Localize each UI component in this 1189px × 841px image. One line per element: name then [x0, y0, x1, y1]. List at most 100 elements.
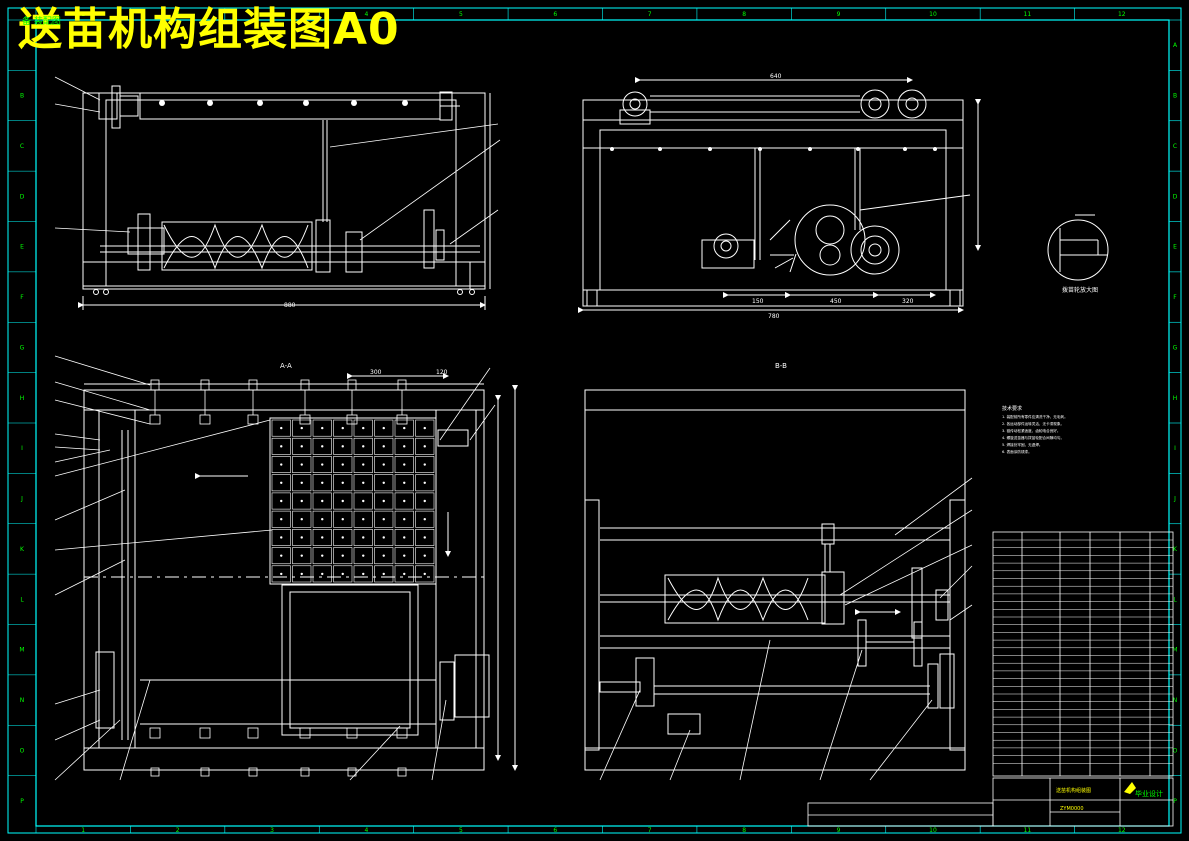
tray-cell-dot	[280, 554, 283, 557]
zone-col-label-top: 3	[270, 11, 274, 18]
tray-cell-dot	[341, 463, 344, 466]
tray-cell	[374, 474, 394, 492]
bolt-nut	[346, 727, 358, 739]
side-top-dim: 640	[770, 73, 782, 80]
parts-list-rows	[993, 539, 1173, 764]
tray-cell	[374, 419, 394, 437]
tray-cell-dot	[321, 463, 324, 466]
bolt-nut	[149, 727, 161, 739]
tray-cell-dot	[341, 481, 344, 484]
tray-cell-dot	[362, 426, 365, 430]
tray-cell	[312, 419, 332, 437]
bolt-head	[300, 767, 310, 777]
zone-row-label-right: P	[1173, 798, 1177, 805]
bolt-nut	[299, 414, 311, 425]
zone-row-label-right: F	[1173, 294, 1177, 301]
tray-cell-dot	[341, 499, 344, 503]
tray-cell-dot	[341, 536, 344, 539]
tray-cell-dot	[321, 445, 324, 448]
tray-cell-dot	[341, 426, 344, 430]
zone-row-label-left: G	[20, 344, 25, 351]
bolt-nut	[247, 414, 259, 425]
seedling-tray-grid	[269, 417, 437, 585]
tray-cell-dot	[362, 463, 365, 466]
tray-cell-dot	[321, 481, 324, 484]
tray-cell	[394, 456, 414, 473]
zone-row-label-right: M	[1172, 647, 1177, 654]
zone-row-label-right: O	[1173, 747, 1178, 754]
detail-caption: 拨苗轮放大图	[1062, 286, 1098, 294]
tray-cell	[394, 492, 414, 510]
tray-cell	[292, 547, 312, 565]
zone-row-label-right: A	[1173, 42, 1178, 49]
tray-cell	[394, 437, 414, 455]
note-line-6: 6. 表面涂防锈漆。	[1002, 449, 1032, 454]
title-block-number: ZYM0000	[1060, 806, 1084, 812]
tray-cell-dot	[362, 518, 365, 521]
tray-cell	[333, 529, 353, 546]
side-view-holes	[610, 147, 937, 151]
side-width-dim: 780	[768, 313, 780, 320]
tray-cell	[353, 474, 373, 492]
tray-cell	[333, 510, 353, 528]
parts-list	[992, 531, 1174, 777]
tray-cell-dot	[321, 426, 324, 430]
zone-row-label-left: M	[19, 647, 24, 654]
tray-cell	[415, 456, 435, 473]
zone-row-label-right: H	[1173, 395, 1178, 402]
zone-col-label-top: 1	[81, 11, 85, 18]
tray-cell-dot	[403, 426, 406, 430]
front-width-dim: 880	[284, 302, 296, 309]
tray-cell	[333, 492, 353, 510]
zone-col-label-bottom: 11	[1024, 827, 1032, 834]
tray-cell	[353, 547, 373, 565]
tray-cell	[394, 529, 414, 546]
tray-cell-dot	[423, 499, 426, 503]
zone-row-label-right: C	[1173, 143, 1177, 150]
zone-col-label-bottom: 2	[176, 827, 180, 834]
tray-cell-dot	[403, 518, 406, 521]
tray-cell-dot	[341, 518, 344, 521]
tray-cell	[394, 510, 414, 528]
tray-cell	[353, 510, 373, 528]
tray-cell-dot	[280, 426, 283, 430]
zone-row-label-right: J	[1173, 496, 1176, 503]
tray-cell	[415, 492, 435, 510]
tray-cell	[312, 456, 332, 473]
zone-row-label-left: A	[20, 42, 25, 49]
tray-cell-dot	[403, 481, 406, 484]
bolt-nut	[199, 414, 211, 425]
tray-cell	[415, 547, 435, 565]
tray-cell	[353, 437, 373, 455]
tray-cell-dot	[280, 518, 283, 521]
bolt-head	[200, 379, 210, 391]
tray-cell-dot	[362, 499, 365, 503]
tray-cell	[374, 565, 394, 583]
zone-col-label-bottom: 6	[553, 827, 557, 834]
tray-cell	[415, 510, 435, 528]
zone-col-label-top: 11	[1024, 11, 1032, 18]
tray-cell-dot	[341, 445, 344, 448]
tray-cell-dot	[300, 445, 303, 448]
tray-cell	[292, 474, 312, 492]
notes-heading: 技术要求	[1002, 405, 1022, 412]
tray-cell-dot	[382, 463, 385, 466]
tray-cell	[271, 419, 291, 437]
bolt-nut	[199, 727, 211, 739]
drawing-title: 送苗机构组装图A0	[18, 4, 400, 55]
tray-cell-dot	[382, 536, 385, 539]
tray-cell	[353, 419, 373, 437]
zone-col-label-bottom: 9	[837, 827, 841, 834]
tray-cell	[292, 565, 312, 583]
plan-dim-a: 300	[370, 369, 382, 376]
tray-cell-dot	[423, 572, 426, 576]
tray-cell-dot	[403, 536, 406, 539]
plan-view	[83, 373, 518, 771]
tray-cell	[333, 419, 353, 437]
tray-cell-dot	[362, 445, 365, 448]
tray-cell	[271, 529, 291, 546]
bolt-head	[397, 767, 407, 777]
zone-row-label-left: C	[20, 143, 24, 150]
tray-cell-dot	[423, 536, 426, 539]
zone-col-label-top: 6	[553, 11, 557, 18]
